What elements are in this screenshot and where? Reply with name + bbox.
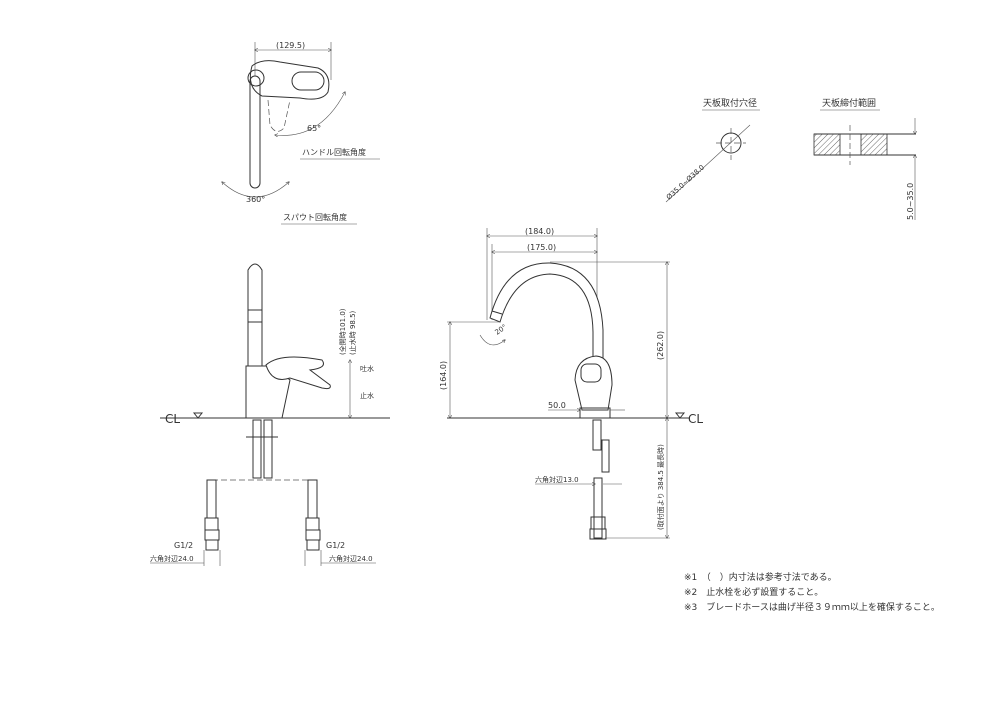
hose-length: (取付面より 384.5 最長時) (656, 444, 665, 530)
body-side (574, 355, 613, 411)
handle-lever-front (265, 356, 331, 390)
hex-small: 六角対辺13.0 (535, 475, 579, 484)
height-full-open: (全開時101.0) (338, 308, 347, 355)
handle-side (580, 363, 602, 383)
thread-right: G1/2 (326, 541, 345, 550)
dim-total-height: (262.0) (656, 331, 665, 360)
hex-left: 六角対辺24.0 (150, 554, 194, 563)
mount-hole-detail: 天板取付穴径 Ø35.0~Ø38.0 (665, 97, 760, 203)
height-closed: (止水時 98.5) (348, 310, 357, 355)
mount-hole-diameter: Ø35.0~Ø38.0 (665, 163, 706, 201)
top-width-dimension: (129.5) (276, 41, 305, 50)
spout-rotation-label: スパウト回転角度 (283, 212, 347, 222)
cl-label-front: CL (165, 412, 180, 426)
front-view: CL (全開時101.0) (止水時 98.5) 吐水 止水 G1/2 G1/2 (150, 263, 390, 566)
spout-tilt-angle: 20° (494, 323, 509, 337)
note-1: ※1 （ ）内寸法は参考寸法である。 (684, 571, 837, 583)
mount-thickness-range: 5.0~35.0 (906, 183, 915, 220)
thread-left: G1/2 (174, 541, 193, 550)
top-view: (129.5) 65° ハンドル回転角度 360° スパウト回転角度 (222, 41, 380, 225)
spout-angle: 360° (246, 195, 265, 204)
dim-body-width: 50.0 (548, 401, 566, 410)
supply-valve-left (204, 479, 220, 551)
mount-range-detail: 天板締付範囲 5.0~35.0 (813, 97, 916, 220)
supply-valve-right (305, 479, 321, 551)
dim-reach-inner: (175.0) (527, 243, 556, 252)
label-discharge: 吐水 (360, 364, 374, 373)
note-3: ※3 ブレードホースは曲げ半径３９ｍｍ以上を確保すること。 (684, 601, 940, 613)
handle-angle: 65° (307, 124, 321, 133)
handle-top (249, 60, 330, 100)
spout-front (247, 263, 263, 367)
mount-range-title: 天板締付範囲 (822, 97, 876, 109)
hex-right: 六角対辺24.0 (329, 554, 373, 563)
note-2: ※2 止水栓を必ず設置すること。 (684, 586, 823, 598)
mount-hole-title: 天板取付穴径 (703, 97, 757, 109)
label-stop: 止水 (360, 391, 374, 400)
dim-spout-height: (164.0) (439, 361, 448, 390)
dim-reach-outer: (184.0) (525, 227, 554, 236)
handle-rotation-label: ハンドル回転角度 (302, 147, 366, 157)
cl-label-side: CL (688, 412, 703, 426)
spout-side (489, 262, 604, 361)
side-view: CL (184.0) (175.0) 20° (164.0) (262.0) 5… (439, 227, 703, 540)
notes: ※1 （ ）内寸法は参考寸法である。 ※2 止水栓を必ず設置すること。 ※3 ブ… (684, 571, 940, 613)
spout-top (249, 75, 261, 189)
